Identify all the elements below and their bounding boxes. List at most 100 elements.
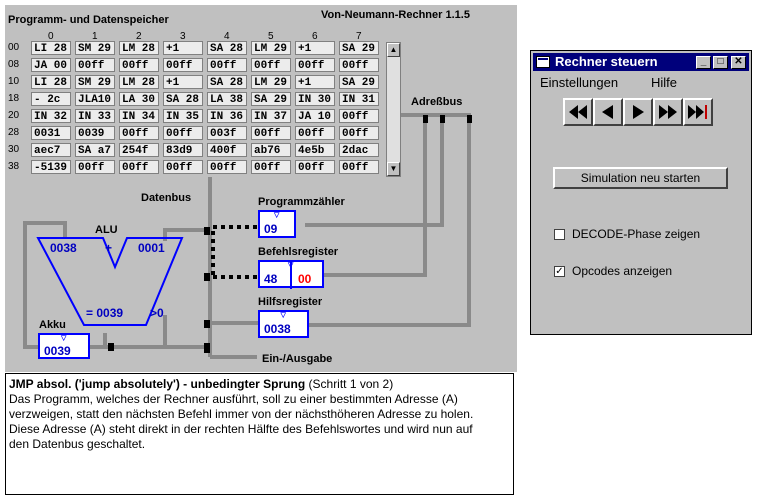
memory-cell[interactable]: +1 xyxy=(295,41,335,55)
memory-row-address: 20 xyxy=(8,110,20,121)
checkmark-icon: ✓ xyxy=(555,266,564,277)
memory-cell[interactable]: LM 29 xyxy=(251,41,291,55)
memory-cell[interactable]: 0031 xyxy=(31,126,71,140)
memory-cell[interactable]: 00ff xyxy=(251,58,291,72)
memory-cell[interactable]: +1 xyxy=(163,41,203,55)
memory-cell[interactable]: SA 29 xyxy=(339,75,379,89)
scroll-up-icon[interactable]: ▲ xyxy=(387,43,400,57)
memory-cell[interactable]: SA 28 xyxy=(163,92,203,106)
memory-cell[interactable]: LM 28 xyxy=(119,41,159,55)
memory-cell[interactable]: 00ff xyxy=(207,58,247,72)
memory-cell[interactable]: -5139 xyxy=(31,160,71,174)
memory-cell[interactable]: JA 10 xyxy=(295,109,335,123)
memory-cell[interactable]: IN 36 xyxy=(207,109,247,123)
memory-cell[interactable]: 00ff xyxy=(119,58,159,72)
memory-cell[interactable]: 254f xyxy=(119,143,159,157)
akku-value: 0039 xyxy=(44,344,71,358)
memory-cell[interactable]: IN 35 xyxy=(163,109,203,123)
rewind-button[interactable] xyxy=(563,98,593,126)
memory-cell[interactable]: ab76 xyxy=(251,143,291,157)
memory-cell[interactable]: LM 29 xyxy=(251,75,291,89)
play-button[interactable] xyxy=(623,98,653,126)
memory-cell[interactable]: 003f xyxy=(207,126,247,140)
memory-cell[interactable]: 2dac xyxy=(339,143,379,157)
memory-cell[interactable]: IN 30 xyxy=(295,92,335,106)
memory-cell[interactable]: SA a7 xyxy=(75,143,115,157)
memory-cell[interactable]: IN 37 xyxy=(251,109,291,123)
memory-cell[interactable]: JLA10 xyxy=(75,92,115,106)
memory-cell[interactable]: 0039 xyxy=(75,126,115,140)
fast-forward-button[interactable] xyxy=(653,98,683,126)
memory-cell[interactable]: +1 xyxy=(163,75,203,89)
alu-left-input: 0038 xyxy=(50,241,77,255)
description-line: Diese Adresse (A) steht direkt in der re… xyxy=(9,422,473,436)
memory-cell[interactable]: 00ff xyxy=(339,160,379,174)
memory-cell[interactable]: 00ff xyxy=(339,126,379,140)
memory-cell[interactable]: IN 31 xyxy=(339,92,379,106)
memory-row-address: 00 xyxy=(8,42,20,53)
memory-cell[interactable]: 00ff xyxy=(207,160,247,174)
memory-cell[interactable]: SA 29 xyxy=(251,92,291,106)
memory-cell[interactable]: LM 28 xyxy=(119,75,159,89)
instruction-description: JMP absol. ('jump absolutely') - unbedin… xyxy=(5,373,514,495)
memory-row-address: 08 xyxy=(8,59,20,70)
memory-cell[interactable]: IN 33 xyxy=(75,109,115,123)
memory-cell[interactable]: SM 29 xyxy=(75,41,115,55)
run-to-end-button[interactable] xyxy=(683,98,713,126)
app-title: Von-Neumann-Rechner 1.1.5 xyxy=(321,9,470,21)
memory-cell[interactable]: 00ff xyxy=(251,160,291,174)
memory-cell[interactable]: 00ff xyxy=(295,160,335,174)
memory-cell[interactable]: SA 28 xyxy=(207,75,247,89)
memory-row-address: 18 xyxy=(8,93,20,104)
memory-cell[interactable]: 4e5b xyxy=(295,143,335,157)
menu-einstellungen[interactable]: Einstellungen xyxy=(540,75,619,90)
memory-cell[interactable]: 00ff xyxy=(295,126,335,140)
alu-label: ALU xyxy=(95,224,118,236)
description-line: den Datenbus geschaltet. xyxy=(9,437,146,451)
decode-phase-label: DECODE-Phase zeigen xyxy=(572,227,701,241)
memory-cell[interactable]: LI 28 xyxy=(31,75,71,89)
datenbus-label: Datenbus xyxy=(141,192,192,204)
memory-cell[interactable]: 00ff xyxy=(163,126,203,140)
adressbus-label: Adreßbus xyxy=(411,96,463,108)
menu-hilfe[interactable]: Hilfe xyxy=(651,75,678,90)
memory-row-address: 30 xyxy=(8,144,20,155)
memory-cell[interactable]: LA 38 xyxy=(207,92,247,106)
memory-cell[interactable]: SA 29 xyxy=(339,41,379,55)
memory-cell[interactable]: IN 32 xyxy=(31,109,71,123)
memory-cell[interactable]: LI 28 xyxy=(31,41,71,55)
memory-cell[interactable]: 00ff xyxy=(251,126,291,140)
memory-cell[interactable]: 00ff xyxy=(163,160,203,174)
restart-simulation-button[interactable]: Simulation neu starten xyxy=(553,167,728,189)
memory-cell[interactable]: 00ff xyxy=(119,160,159,174)
step-back-button[interactable] xyxy=(593,98,623,126)
memory-cell[interactable]: 400f xyxy=(207,143,247,157)
memory-cell[interactable]: SA 28 xyxy=(207,41,247,55)
minimize-icon[interactable]: _ xyxy=(696,56,711,69)
memory-cell[interactable]: 00ff xyxy=(119,126,159,140)
memory-cell[interactable]: 00ff xyxy=(75,160,115,174)
memory-cell[interactable]: LA 30 xyxy=(119,92,159,106)
memory-cell[interactable]: 00ff xyxy=(163,58,203,72)
memory-cell[interactable]: 83d9 xyxy=(163,143,203,157)
memory-cell[interactable]: JA 00 xyxy=(31,58,71,72)
memory-cell[interactable]: IN 34 xyxy=(119,109,159,123)
memory-cell[interactable]: 00ff xyxy=(339,58,379,72)
control-window-titlebar[interactable]: Rechner steuern _ □ ✕ xyxy=(533,53,749,71)
scroll-down-icon[interactable]: ▼ xyxy=(387,162,400,176)
opcodes-checkbox[interactable]: ✓ xyxy=(554,266,565,277)
close-icon[interactable]: ✕ xyxy=(731,56,746,69)
memory-scrollbar[interactable]: ▲ ▼ xyxy=(386,42,401,177)
akku-label: Akku xyxy=(39,319,66,331)
system-menu-icon[interactable] xyxy=(536,56,550,68)
memory-cell[interactable]: - 2c xyxy=(31,92,71,106)
memory-cell[interactable]: 00ff xyxy=(339,109,379,123)
memory-cell[interactable]: +1 xyxy=(295,75,335,89)
memory-cell[interactable]: aec7 xyxy=(31,143,71,157)
decode-phase-checkbox[interactable] xyxy=(554,229,565,240)
memory-cell[interactable]: 00ff xyxy=(75,58,115,72)
memory-cell[interactable]: 00ff xyxy=(295,58,335,72)
memory-cell[interactable]: SM 29 xyxy=(75,75,115,89)
befehlsregister-label: Befehlsregister xyxy=(258,246,339,258)
maximize-icon[interactable]: □ xyxy=(713,56,728,69)
